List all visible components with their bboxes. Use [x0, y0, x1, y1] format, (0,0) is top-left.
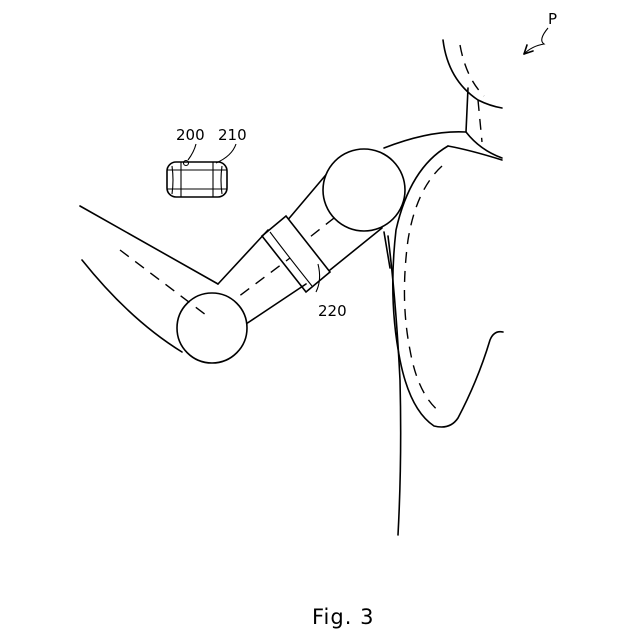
elbow-joint — [177, 293, 247, 363]
label-camera-body: 210 — [218, 126, 247, 144]
torso — [384, 40, 503, 535]
label-person: P — [548, 10, 557, 28]
figure-caption: Fig. 3 — [312, 605, 374, 629]
label-camera: 200 — [176, 126, 205, 144]
shoulder-joint — [323, 149, 405, 231]
label-band: 220 — [318, 302, 347, 320]
camera-device — [167, 161, 227, 198]
